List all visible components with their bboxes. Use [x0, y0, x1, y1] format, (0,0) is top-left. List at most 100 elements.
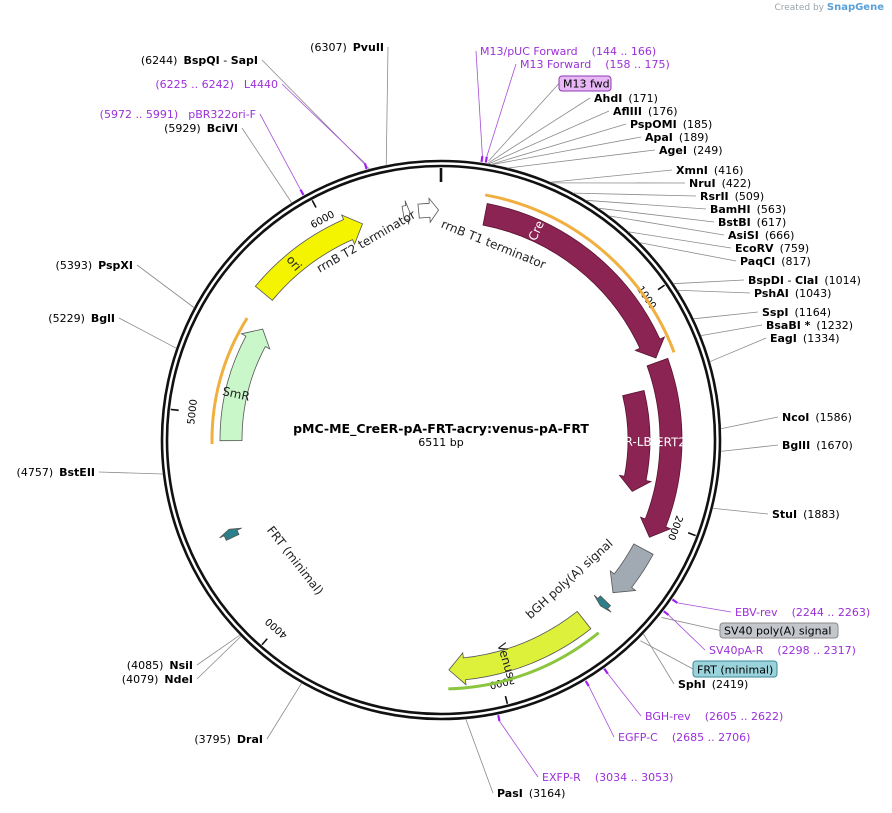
enzyme-label-bglii: BglII(1670)	[782, 439, 853, 452]
enzyme-name: BsaBI *	[766, 319, 811, 332]
box-label-sv40-poly-a-signal: SV40 poly(A) signal	[724, 625, 831, 638]
primer-mark-ebv-rev	[671, 598, 678, 604]
enzyme-name: BglI	[91, 312, 115, 325]
enzyme-label-pspxi: (5393)PspXI	[56, 259, 133, 272]
feature-label-smr: SmR	[221, 384, 251, 404]
enzyme-position: (1883)	[803, 508, 840, 521]
primer-name: L4440	[244, 78, 278, 91]
enzyme-name: PaqCI	[740, 255, 775, 268]
box-sv40-poly-a-signal	[719, 622, 839, 639]
enzyme-label-nrui: NruI(422)	[689, 177, 751, 190]
enzyme-leader-pvuii	[385, 46, 389, 166]
enzyme-label-ahdi: AhdI(171)	[594, 92, 658, 105]
backbone-inner-ring	[165, 164, 717, 716]
enzyme-label-pspomi: PspOMI(185)	[630, 118, 712, 131]
box-leader-frt-minimal	[640, 640, 694, 670]
enzyme-leader-apai	[491, 136, 642, 166]
enzyme-position: (1014)	[824, 274, 861, 287]
primer-label-l4440: (6225 .. 6242) L4440	[155, 78, 278, 91]
enzyme-name: AflIII	[613, 105, 642, 118]
primer-name: EGFP-C	[618, 731, 658, 744]
enzyme-position: (176)	[648, 105, 678, 118]
enzyme-label-paqci: PaqCI (817)	[740, 255, 811, 268]
enzyme-name: NcoI	[782, 411, 809, 424]
primer-range: (6225 .. 6242)	[155, 78, 234, 91]
enzyme-name: BamHI	[710, 203, 751, 216]
enzyme-name: BspDI	[748, 274, 784, 287]
site-labels: AhdI(171)AflIII(176)PspOMI(185)ApaI(189)…	[17, 41, 871, 800]
enzyme-position: (666)	[765, 229, 795, 242]
feature-rrnb-t1-terminator	[417, 197, 440, 224]
feature-cre-track	[484, 193, 676, 353]
plasmid-length: 6511 bp	[418, 436, 463, 449]
primer-range: (2605 .. 2622)	[705, 710, 784, 723]
primer-mark-m13-puc-forward	[480, 155, 484, 163]
enzyme-position: (1164)	[794, 306, 831, 319]
primer-range: (144 .. 166)	[592, 45, 657, 58]
primer-label-m13-puc-forward: M13/pUC Forward (144 .. 166)	[480, 45, 656, 58]
enzyme-name: BglII	[782, 439, 810, 452]
box-leader-m13-fwd	[488, 83, 560, 162]
enzyme-label-ncoi: NcoI(1586)	[782, 411, 852, 424]
primer-mark-pbr322ori-f	[299, 189, 305, 196]
enzyme-leader-ncoi	[720, 416, 779, 430]
feature-frt-minimal	[219, 527, 242, 541]
enzyme-label-xmni: XmnI(416)	[676, 164, 743, 177]
enzyme-leader-rsrii	[573, 192, 697, 197]
primer-leader-l4440	[281, 83, 366, 164]
feature-smr-track	[210, 317, 249, 445]
enzyme-label-nsii: (4085)NsiI	[127, 659, 193, 672]
enzyme-name: ApaI	[645, 131, 673, 144]
enzyme-label-stui: StuI(1883)	[772, 508, 840, 521]
enzyme-name: PshAI	[754, 287, 789, 300]
enzyme-label-asisi: AsiSI (666)	[728, 229, 794, 242]
enzyme-leader-xmni	[550, 169, 673, 183]
enzyme-leader-eagi	[709, 337, 767, 363]
primer-mark-m13-forward	[484, 156, 488, 163]
backbone-outer-ring	[160, 159, 722, 721]
enzyme-name: PspOMI	[630, 118, 677, 131]
leader-lines	[98, 46, 779, 794]
feature-venus-track	[448, 631, 600, 691]
enzyme-leader-pshai	[677, 289, 751, 294]
primer-name: pBR322ori-F	[188, 108, 256, 121]
enzyme-position: (509)	[735, 190, 765, 203]
enzyme-label-afliii: AflIII (176)	[613, 105, 678, 118]
enzyme-name: AsiSI	[728, 229, 759, 242]
tick-label: 5000	[186, 399, 200, 426]
primer-leader-m13-forward	[486, 63, 517, 157]
enzyme-label-drai: (3795)DraI	[194, 733, 263, 746]
enzyme-leader-asisi	[608, 215, 725, 236]
enzyme-position: (3164)	[529, 787, 566, 800]
enzyme-leader-ndei	[196, 635, 242, 680]
primer-range: (2298 .. 2317)	[777, 644, 856, 657]
primer-name: M13/pUC Forward	[480, 45, 578, 58]
enzyme-label-bstbi: BstBI(617)	[718, 216, 786, 229]
enzyme-label-rsrii: RsrII(509)	[700, 190, 764, 203]
enzyme-label-bcivi: (5929)BciVI	[164, 122, 238, 135]
primer-range: (2685 .. 2706)	[672, 731, 751, 744]
primer-label-m13-forward: M13 Forward(158 .. 175)	[520, 58, 670, 71]
primer-range: (2244 .. 2263)	[792, 606, 871, 619]
enzyme-name: EagI	[770, 332, 797, 345]
enzyme-name: BspQI	[183, 54, 219, 67]
enzyme-position: (5393)	[56, 259, 93, 272]
primer-mark-sv40pa-r	[663, 610, 670, 616]
feature-label-ert2: ERT2	[656, 435, 686, 449]
box-frt-minimal	[692, 660, 778, 678]
box-m13-fwd	[558, 75, 612, 92]
primer-range: (5972 .. 5991)	[100, 108, 179, 121]
enzyme-name: NsiI	[169, 659, 193, 672]
enzyme-leader-agei	[507, 149, 656, 169]
enzyme-leader-bspdi	[673, 279, 745, 285]
enzyme-name: SspI	[762, 306, 788, 319]
enzyme-name: AhdI	[594, 92, 622, 105]
enzyme-name: BstBI	[718, 216, 751, 229]
primer-name: EXFP-R	[542, 771, 581, 784]
enzyme-leader-bamhi	[585, 199, 707, 210]
primer-label-ebv-rev: EBV-rev(2244 .. 2263)	[735, 606, 870, 619]
snapgene-brand: SnapGene	[826, 2, 884, 13]
box-leader-sv40-poly-a-signal	[661, 617, 721, 631]
enzyme-leader-paqci	[639, 242, 737, 262]
enzyme-position: (817)	[781, 255, 811, 268]
